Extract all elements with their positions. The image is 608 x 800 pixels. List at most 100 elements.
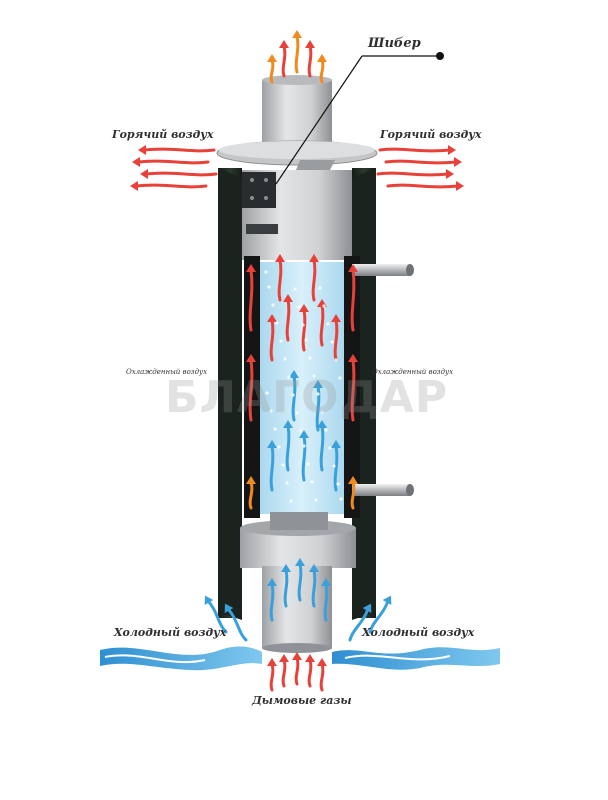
hot-arrow-icon (348, 354, 358, 422)
bubble (271, 303, 275, 307)
bubble (304, 338, 308, 342)
cold-air-wave-right (332, 647, 500, 670)
damper-label: Шибер (368, 36, 421, 51)
hot-arrow-icon (283, 294, 293, 342)
bubble (336, 482, 340, 486)
hot-arrow-icon (376, 169, 454, 179)
cold-air-wave-left (100, 646, 262, 671)
cold-arrow-icon (295, 558, 305, 602)
hot-air-label-right: Горячий воздух (380, 128, 482, 141)
flame-arrow-icon (246, 476, 256, 510)
cooled-air-label-right: Охлажденный воздух (372, 368, 454, 376)
cold-arrow-icon (331, 440, 341, 492)
cold-air-label-left: Холодный воздух (114, 626, 227, 639)
hot-arrow-icon (140, 169, 218, 179)
hot-arrow-icon (267, 658, 277, 692)
bubble (326, 322, 330, 326)
top-flue-pipe-rim (262, 75, 332, 85)
bubble (314, 498, 318, 502)
cold-arrow-icon (348, 603, 372, 642)
bubble (318, 286, 322, 290)
flame-arrow-icon (348, 476, 358, 510)
hot-arrow-icon (317, 658, 327, 692)
bubbles-layer (264, 270, 343, 503)
hot-arrow-icon (331, 314, 341, 362)
cold-air-label-right: Холодный воздух (362, 626, 475, 639)
bubble (299, 429, 303, 433)
hot-arrow-icon (130, 181, 208, 191)
cold-arrow-icon (224, 603, 248, 642)
bubble (330, 340, 334, 344)
arrows-layer (130, 30, 464, 692)
hot-arrow-icon (386, 181, 464, 191)
cold-arrow-icon (267, 578, 277, 622)
bubble (338, 376, 342, 380)
bubble (316, 392, 320, 396)
bubble (295, 411, 299, 415)
bubble (310, 480, 314, 484)
water-outlet-pipe-lower (352, 484, 414, 496)
hot-arrow-icon (384, 157, 462, 167)
hot-arrow-icon (267, 314, 277, 362)
bubble (289, 499, 293, 503)
cold-arrow-icon (317, 420, 327, 472)
bubble (302, 444, 306, 448)
hot-arrow-icon (348, 264, 358, 332)
bubble (306, 462, 310, 466)
bubble (320, 410, 324, 414)
hot-arrow-icon (246, 354, 256, 422)
cold-arrow-icon (267, 440, 277, 492)
hot-arrow-icon (138, 145, 216, 155)
cold-arrow-icon (281, 564, 291, 608)
hot-arrow-icon (309, 254, 319, 302)
cooled-air-label-left: Охлажденный воздух (126, 368, 208, 376)
damper-box (242, 172, 276, 208)
bubble (279, 339, 283, 343)
hot-arrow-icon (292, 652, 302, 686)
bubble (312, 374, 316, 378)
hot-arrow-icon (299, 304, 309, 352)
hot-arrow-icon (246, 264, 256, 332)
flame-arrow-icon (292, 30, 302, 74)
top-flue-pipe (262, 80, 332, 150)
watermark-logo: БЛАГОДАР (165, 372, 449, 423)
bubble (291, 393, 295, 397)
hot-arrow-icon (305, 654, 315, 688)
cold-arrow-icon (204, 595, 228, 634)
bubble (265, 391, 269, 395)
flame-arrow-icon (317, 54, 327, 84)
bottom-flue-pipe (262, 566, 332, 648)
bubble (281, 463, 285, 467)
cold-arrow-icon (368, 595, 392, 634)
bubble (297, 305, 301, 309)
cold-arrow-icon (321, 578, 331, 622)
flame-arrow-icon (279, 40, 289, 78)
cold-arrow-icon (299, 430, 309, 482)
bubble (277, 445, 281, 449)
flame-arrow-icon (267, 54, 277, 84)
bubble (273, 427, 277, 431)
bubble (267, 285, 271, 289)
cold-arrow-icon (309, 564, 319, 608)
cold-arrow-icon (289, 370, 299, 422)
bubble (287, 375, 291, 379)
bubble (308, 356, 312, 360)
bubble (332, 464, 336, 468)
hot-arrow-icon (275, 254, 285, 302)
bubble (339, 497, 343, 501)
cold-arrow-icon (313, 380, 323, 432)
bubble (334, 358, 338, 362)
bubble (285, 481, 289, 485)
bubble (275, 321, 279, 325)
bubble (283, 357, 287, 361)
bubble (322, 304, 326, 308)
bubble (269, 409, 273, 413)
hot-arrow-icon (279, 654, 289, 688)
hot-arrow-icon (132, 157, 210, 167)
bubble (328, 446, 332, 450)
bubble (264, 270, 268, 274)
bubble (301, 323, 305, 327)
damper-leader-line (275, 52, 444, 185)
